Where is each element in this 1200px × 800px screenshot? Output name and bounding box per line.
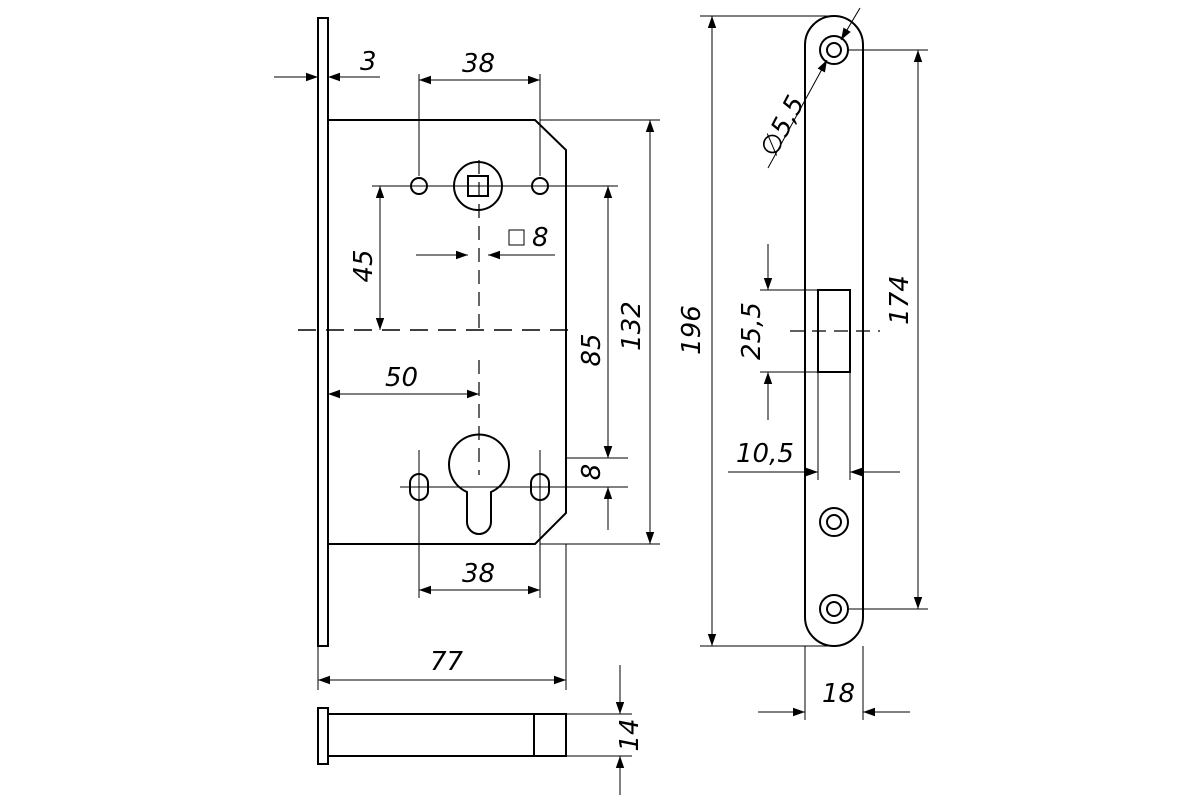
faceplate-bottom-hole-inner [826, 601, 842, 617]
dim-body-thickness: 14 [615, 718, 645, 751]
lock-bottom-view: 14 [317, 665, 645, 795]
faceplate-top-hole-outer [819, 35, 849, 65]
faceplate-front-view: 196 ∅5,5 25,5 10,5 174 18 [677, 7, 928, 720]
faceplate-middle-hole-inner [826, 514, 842, 530]
dim-body-height: 132 [617, 301, 647, 351]
dim-latch-height: 25,5 [737, 302, 767, 360]
cylinder-keyhole [448, 433, 510, 535]
dim-faceplate-length: 196 [677, 305, 707, 355]
dim-latch-width: 10,5 [736, 439, 794, 469]
faceplate-middle-hole-outer [819, 507, 849, 537]
square-symbol [508, 229, 525, 246]
dim-center-distance: 85 [577, 333, 607, 366]
dim-faceplate-width: 18 [822, 679, 855, 709]
bottom-body-outline [327, 713, 567, 757]
dim-backset: 50 [385, 363, 418, 393]
dim-bottom-hole-spacing: 38 [462, 559, 495, 589]
dim-spindle-square: 8 [532, 223, 549, 253]
dim-faceplate-thickness: 3 [360, 47, 377, 77]
dim-spindle-to-center: 45 [349, 249, 379, 282]
faceplate-side-profile [317, 17, 329, 647]
faceplate-top-hole-inner [826, 42, 842, 58]
dim-body-depth: 77 [430, 647, 464, 677]
lock-body-outline [328, 119, 567, 545]
faceplate-bottom-hole-outer [819, 594, 849, 624]
dim-faceplate-hole-spacing: 174 [885, 275, 915, 325]
lock-front-view: 3 38 8 45 50 85 132 8 38 77 [274, 17, 660, 690]
bottom-faceplate-edge [317, 707, 329, 765]
dim-top-hole-spacing: 38 [462, 49, 495, 79]
dim-cylinder-offset: 8 [577, 464, 607, 481]
dim-faceplate-hole-diameter: ∅5,5 [755, 91, 812, 162]
